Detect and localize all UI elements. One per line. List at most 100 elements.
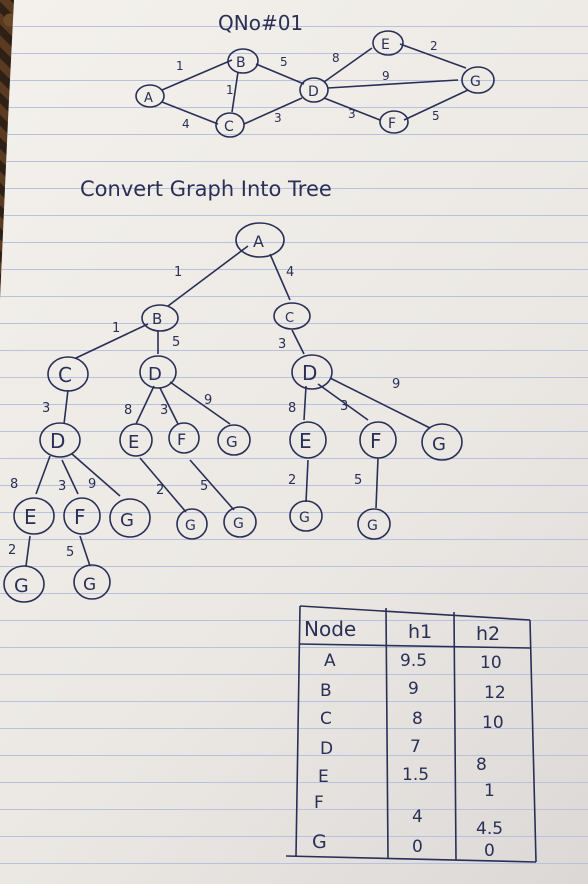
weight-d-e: 8	[332, 51, 340, 65]
svg-text:E: E	[128, 432, 139, 453]
svg-text:10: 10	[480, 653, 502, 673]
svg-text:F: F	[177, 430, 186, 449]
edge-a-c	[161, 101, 219, 125]
svg-text:A: A	[253, 232, 264, 251]
tree-node-g-3: G	[109, 498, 151, 538]
tree-node-g-2: G	[421, 423, 463, 461]
tree-weight: 3	[58, 479, 66, 494]
svg-text:10: 10	[482, 713, 504, 733]
edge-b-c	[231, 71, 239, 113]
weight-f-g: 5	[432, 109, 440, 123]
tree-diagram: A B C C D D D E F G E F G E F G G G G G …	[3, 222, 463, 603]
table-row: F44.5	[314, 793, 503, 839]
table-header-row: Node h1 h2	[304, 617, 500, 645]
svg-text:E: E	[381, 37, 390, 53]
tree-weight: 5	[66, 545, 74, 560]
svg-text:1.5: 1.5	[402, 765, 429, 785]
svg-text:1: 1	[484, 781, 495, 801]
svg-text:8: 8	[412, 709, 423, 729]
weight-c-d: 3	[274, 111, 282, 125]
graph-node-b: B	[227, 48, 259, 74]
tree-weight: 9	[204, 393, 212, 408]
tree-weight: 2	[156, 483, 164, 498]
edge-a-b	[161, 59, 233, 91]
tree-weight: 2	[288, 473, 296, 488]
svg-text:A: A	[324, 651, 336, 671]
graph-node-c: C	[215, 112, 245, 138]
tree-node-b: B	[141, 304, 179, 332]
tree-node-f-1: F	[168, 422, 200, 454]
svg-text:7: 7	[410, 737, 421, 757]
svg-text:F: F	[388, 116, 396, 132]
edge-d-e	[323, 47, 373, 83]
edge-e-g	[399, 43, 467, 69]
tree-weight: 1	[174, 265, 182, 280]
svg-text:8: 8	[476, 755, 487, 775]
tree-heading: Convert Graph Into Tree	[80, 177, 332, 201]
tree-weight: 3	[160, 403, 168, 418]
svg-text:D: D	[148, 364, 162, 385]
svg-text:9: 9	[408, 679, 419, 699]
svg-text:0: 0	[484, 841, 495, 861]
tree-weight: 3	[42, 401, 50, 416]
edge-f-g	[403, 89, 469, 121]
svg-text:G: G	[367, 518, 378, 534]
svg-text:E: E	[24, 505, 37, 529]
tree-node-d-1: D	[139, 355, 177, 389]
svg-text:G: G	[226, 433, 238, 451]
tree-weight: 3	[278, 337, 286, 352]
svg-text:G: G	[312, 831, 327, 853]
svg-text:C: C	[58, 363, 72, 387]
tree-node-d-2: D	[291, 354, 333, 390]
table-row: D 7 8	[320, 737, 487, 775]
edge-d-g	[327, 79, 459, 89]
svg-text:A: A	[144, 91, 153, 106]
graph-node-e: E	[372, 30, 404, 56]
tree-node-c: C	[273, 302, 311, 330]
graph-node-f: F	[379, 110, 409, 134]
tree-node-a: A	[235, 222, 285, 258]
edge-c-d	[243, 97, 303, 125]
tree-weight: 4	[286, 265, 294, 280]
tree-node-d-3: D	[39, 422, 81, 458]
tree-weight: 5	[354, 473, 362, 488]
svg-text:E: E	[318, 767, 329, 787]
weight-d-g: 9	[382, 69, 390, 83]
svg-text:G: G	[233, 516, 244, 532]
tree-weight: 5	[200, 479, 208, 494]
graph-node-a: A	[135, 84, 165, 108]
svg-text:G: G	[120, 510, 134, 531]
tree-weight: 2	[8, 543, 16, 558]
weight-b-c: 1	[226, 83, 234, 97]
svg-text:D: D	[50, 429, 65, 453]
tree-node-g-5: G	[223, 506, 257, 538]
tree-node-e-2: E	[289, 421, 327, 459]
svg-text:D: D	[308, 84, 319, 100]
tree-weight: 8	[288, 401, 296, 416]
question-title: QNo#01	[218, 11, 303, 35]
svg-text:F: F	[74, 505, 86, 529]
table-header-node: Node	[304, 617, 356, 641]
svg-text:G: G	[299, 510, 310, 526]
svg-text:G: G	[14, 575, 29, 597]
svg-text:B: B	[236, 55, 246, 71]
svg-text:C: C	[285, 311, 294, 326]
weight-d-f: 3	[348, 107, 356, 121]
tree-weight: 8	[10, 477, 18, 492]
svg-text:D: D	[320, 739, 333, 759]
svg-text:C: C	[224, 119, 234, 135]
weight-a-c: 4	[182, 117, 190, 131]
svg-text:F: F	[370, 429, 382, 453]
tree-node-e-1: E	[119, 423, 153, 457]
tree-node-g-1: G	[217, 424, 251, 456]
svg-text:B: B	[152, 310, 162, 328]
svg-text:E: E	[299, 429, 312, 453]
tree-weight: 9	[88, 477, 96, 492]
tree-weight: 5	[172, 335, 180, 350]
